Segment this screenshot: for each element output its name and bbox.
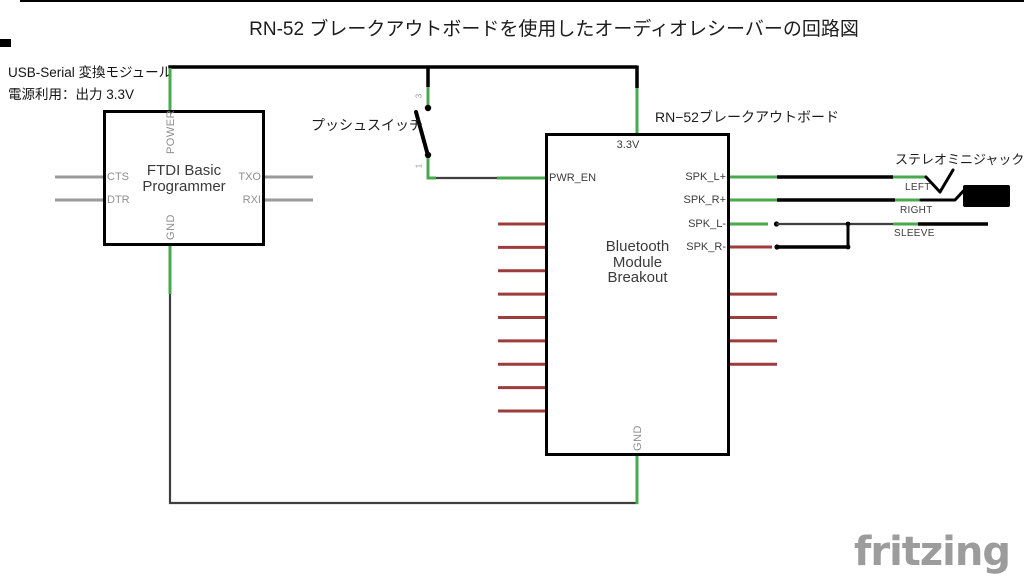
wire-spk-r-minus — [730, 221, 851, 250]
ftdi-pin-power: POWER — [165, 109, 177, 155]
rn52-left-pin-stubs — [498, 222, 545, 413]
jack-contact-left: LEFT — [905, 182, 931, 193]
switch-pin3-label: 3 — [414, 93, 424, 99]
rn52-pin-spk-l-minus: SPK_L- — [688, 218, 726, 230]
rn52-part-label: RN−52ブレークアウトボード — [655, 109, 839, 125]
module-note-line1: USB-Serial 変換モジュール — [8, 65, 173, 80]
left-edge-artifact — [0, 39, 11, 47]
ftdi-pin-cts: CTS — [107, 171, 129, 183]
diagram-title: RN-52 ブレークアウトボードを使用したオーディオレシーバーの回路図 — [249, 19, 859, 40]
rn52-pin-pwr-en: PWR_EN — [549, 172, 597, 184]
switch-pin1-label: 1 — [414, 163, 424, 169]
module-note-line2: 電源利用：出力 3.3V — [8, 87, 135, 102]
rn52-right-pin-stubs — [730, 292, 777, 366]
wire-spk-r-plus — [730, 185, 1010, 207]
rn52-name-line1: Bluetooth — [605, 238, 670, 255]
jack-contact-right: RIGHT — [900, 205, 933, 216]
rn52-pin-3v3: 3.3V — [616, 139, 640, 151]
ftdi-pin-rxi: RXI — [242, 194, 261, 206]
rn52-name-line2: Module — [612, 253, 663, 271]
ftdi-pin-txo: TXO — [238, 171, 261, 183]
rn52-pin-spk-r-plus: SPK_R+ — [683, 194, 727, 206]
jack-body — [963, 185, 1010, 207]
jack-label: ステレオミニジャック — [895, 152, 1024, 167]
ftdi-name: FTDI Basic Programmer — [103, 163, 265, 195]
fritzing-logo: fritzing — [853, 529, 1011, 575]
jack-contact-sleeve: SLEEVE — [894, 228, 935, 239]
ftdi-pin-dtr: DTR — [107, 194, 130, 206]
ftdi-programmer-box — [103, 110, 265, 246]
rn52-pin-spk-r-minus: SPK_R- — [686, 241, 726, 253]
top-edge-artifact — [20, 0, 1024, 2]
push-switch-label: プッシュスイッチ — [311, 117, 423, 133]
rn52-name-line3: Breakout — [607, 269, 668, 286]
rn52-pin-spk-l-plus: SPK_L+ — [685, 171, 726, 183]
ftdi-pin-gnd: GND — [165, 214, 177, 240]
ftdi-name-line2: Programmer — [142, 178, 226, 195]
wire-spk-l-minus-sleeve — [730, 221, 988, 227]
rn52-pin-gnd: GND — [632, 425, 644, 451]
rn52-name: Bluetooth Module Breakout — [545, 239, 730, 286]
ftdi-name-line1: FTDI Basic — [146, 162, 222, 179]
